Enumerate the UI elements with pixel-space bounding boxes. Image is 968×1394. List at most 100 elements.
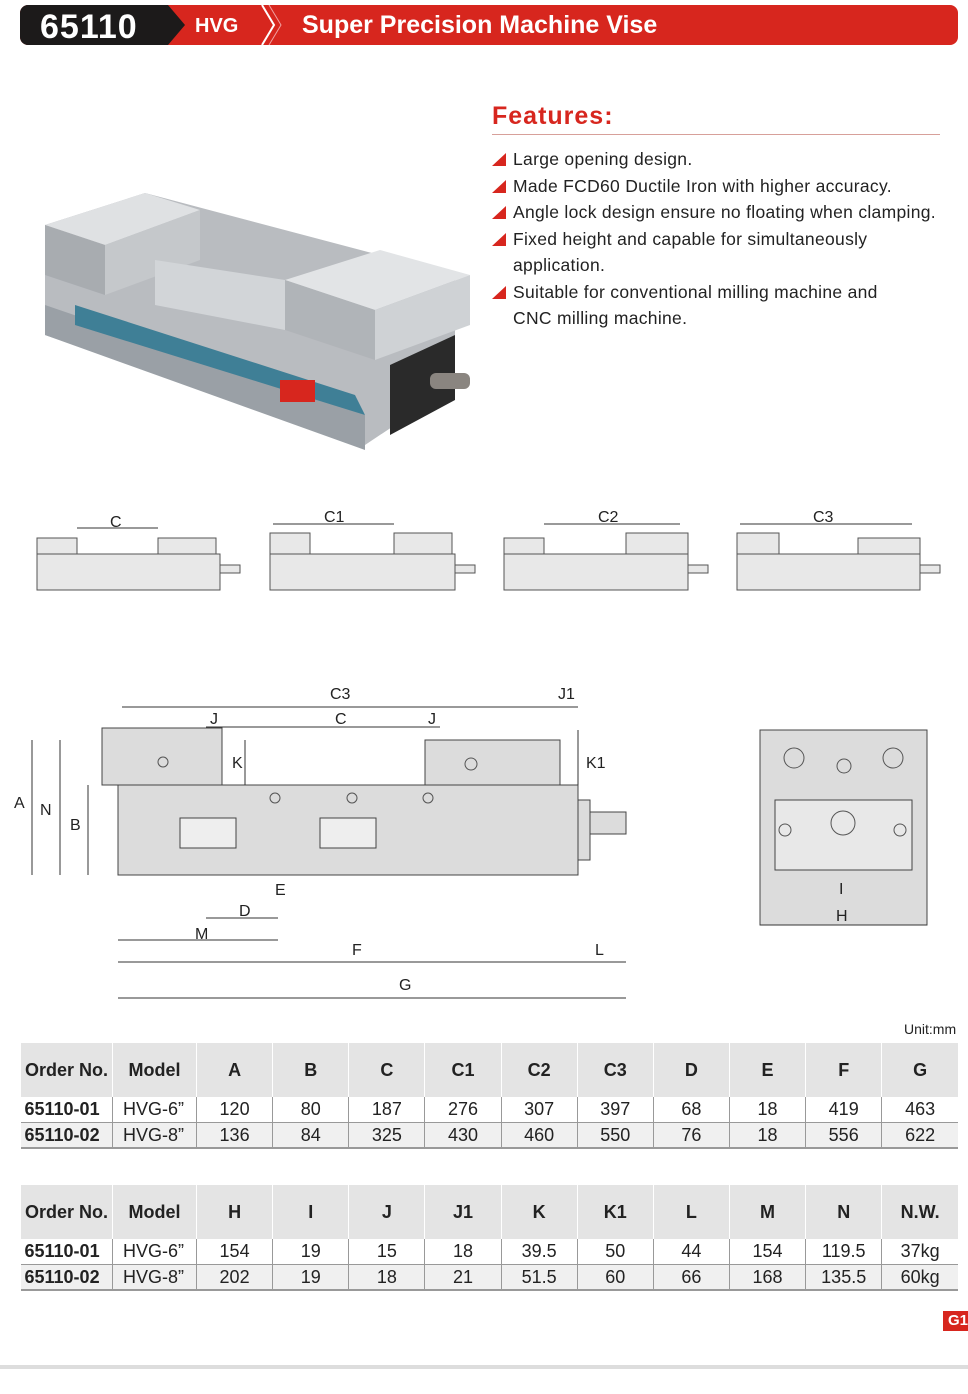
feature-text: Made FCD60 Ductile Iron with higher accu…: [513, 176, 892, 196]
dim-g: G: [399, 977, 411, 994]
label-c3: C3: [813, 509, 834, 526]
bullet-triangle-icon: [492, 180, 506, 193]
table-cell: 66: [652, 1264, 730, 1291]
table-cell: 120: [195, 1097, 273, 1123]
table-cell: 68: [652, 1097, 730, 1123]
table-cell: 168: [728, 1264, 806, 1291]
table-cell: 154: [728, 1239, 806, 1265]
table-cell: 276: [424, 1097, 502, 1123]
table-cell: 430: [424, 1122, 502, 1149]
dim-k: K: [232, 755, 243, 772]
chevron-icon: [261, 5, 282, 45]
table-cell: 37kg: [881, 1239, 958, 1265]
dim-m: M: [195, 926, 208, 943]
column-header: B: [272, 1043, 349, 1097]
table-cell: 51.5: [500, 1264, 578, 1291]
dim-j1: J1: [558, 686, 575, 703]
feature-text: application.: [513, 255, 606, 275]
table-cell: 19: [272, 1264, 349, 1291]
column-header: K1: [576, 1185, 654, 1239]
product-series: HVG: [195, 15, 239, 37]
jaw-position-diagrams: C C1 C2 C3: [36, 509, 941, 591]
dim-e: E: [275, 882, 286, 899]
feature-item: Large opening design.: [492, 149, 693, 170]
table-cell: 202: [195, 1264, 273, 1291]
vise-photo: [45, 193, 470, 450]
table-cell: 136: [195, 1122, 273, 1149]
table-cell: 460: [500, 1122, 578, 1149]
column-header: H: [195, 1185, 273, 1239]
dim-c: C: [335, 711, 347, 728]
label-c: C: [110, 514, 122, 531]
bottom-divider: [0, 1365, 968, 1369]
table-cell: 80: [272, 1097, 349, 1123]
table-cell: 15: [348, 1239, 425, 1265]
table-cell: 84: [272, 1122, 349, 1149]
column-header: Model: [112, 1185, 197, 1239]
bullet-triangle-icon: [492, 233, 506, 246]
table-cell: 18: [348, 1264, 425, 1291]
diagram-c3: [736, 532, 941, 591]
banner-number-block: [20, 5, 185, 45]
column-header: N.W.: [881, 1185, 958, 1239]
bullet-triangle-icon: [492, 206, 506, 219]
table-cell: 44: [652, 1239, 730, 1265]
feature-text: Large opening design.: [513, 149, 693, 169]
column-header: C2: [500, 1043, 578, 1097]
feature-text: Suitable for conventional milling machin…: [513, 282, 878, 302]
dim-n: N: [40, 802, 52, 819]
table-cell: HVG-6”: [112, 1239, 197, 1265]
unit-label: Unit:mm: [904, 1021, 957, 1037]
bullet-triangle-icon: [492, 153, 506, 166]
table-cell: 50: [576, 1239, 654, 1265]
dim-f: F: [352, 942, 362, 959]
table-cell: 187: [348, 1097, 425, 1123]
column-header: J: [348, 1185, 425, 1239]
table-cell: 18: [728, 1122, 806, 1149]
column-header: Order No.: [20, 1043, 113, 1097]
column-header: L: [652, 1185, 730, 1239]
column-header: I: [272, 1185, 349, 1239]
column-header: K: [500, 1185, 578, 1239]
dim-k1: K1: [586, 755, 606, 772]
features-divider: [492, 134, 940, 135]
product-number: 65110: [40, 8, 138, 45]
table-cell: 39.5: [500, 1239, 578, 1265]
column-header: C1: [424, 1043, 502, 1097]
dim-j-right: J: [428, 711, 436, 728]
dim-b: B: [70, 817, 81, 834]
table-cell: 21: [424, 1264, 502, 1291]
label-c1: C1: [324, 509, 345, 526]
table-cell: 19: [272, 1239, 349, 1265]
column-header: Model: [112, 1043, 197, 1097]
column-header: G: [881, 1043, 958, 1097]
table-cell: 325: [348, 1122, 425, 1149]
column-header: C: [348, 1043, 425, 1097]
table-cell: 60kg: [881, 1264, 958, 1291]
table-cell: 135.5: [805, 1264, 882, 1291]
page-number: G11: [943, 1311, 968, 1331]
feature-text: Angle lock design ensure no floating whe…: [513, 202, 936, 222]
feature-item: Suitable for conventional milling machin…: [492, 282, 878, 303]
dim-l: L: [595, 942, 604, 959]
table-cell: 60: [576, 1264, 654, 1291]
diagram-c2: [503, 532, 709, 591]
dim-a: A: [14, 795, 25, 812]
features-heading: Features:: [492, 102, 614, 130]
feature-text: CNC milling machine.: [513, 308, 688, 328]
column-header: C3: [576, 1043, 654, 1097]
diagram-c: [36, 537, 241, 591]
column-header: E: [728, 1043, 806, 1097]
column-header: J1: [424, 1185, 502, 1239]
dim-c3: C3: [330, 686, 351, 703]
table-cell: HVG-8”: [112, 1122, 197, 1149]
table-cell: 154: [195, 1239, 273, 1265]
product-title: Super Precision Machine Vise: [302, 11, 658, 39]
title-banner: 65110 HVG Super Precision Machine Vise: [20, 5, 958, 45]
